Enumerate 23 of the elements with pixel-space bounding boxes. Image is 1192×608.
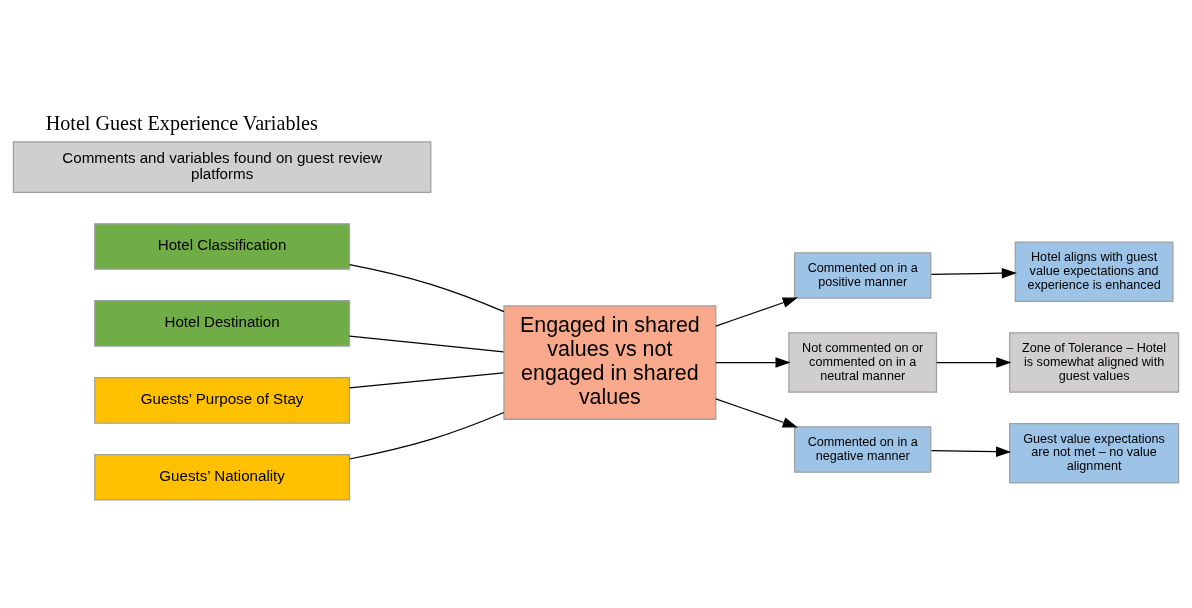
arrow	[930, 267, 1017, 278]
node-box: Not commented on or commented on in a neutral manner	[788, 331, 938, 393]
connector	[348, 335, 505, 352]
node-box: Guests’ Nationality	[94, 453, 351, 501]
connector	[348, 263, 505, 312]
connector	[348, 371, 505, 389]
arrow	[715, 397, 798, 427]
node-box: Zone of Tolerance – Hotel is somewhat aligned with guest values	[1009, 331, 1180, 393]
arrow	[715, 356, 791, 368]
arrow	[930, 445, 1012, 457]
node-box: Commented on in a positive manner	[794, 251, 932, 299]
node-box: Comments and variables found on guest review platforms	[12, 140, 432, 193]
node-box: Hotel Classification	[94, 222, 351, 270]
arrow	[715, 297, 798, 327]
node-box: Guests’ Purpose of Stay	[94, 376, 351, 424]
node-box: Engaged in shared values vs not engaged in shared values	[503, 304, 717, 420]
arrow	[936, 356, 1012, 368]
node-box: Hotel aligns with guest value expectations and experience is enhanced	[1014, 240, 1174, 302]
node-box: Hotel Destination	[94, 299, 351, 347]
node-box: Guest value expectations are not met – no value alignment	[1009, 422, 1180, 484]
diagram-title: Hotel Guest Experience Variables	[45, 111, 318, 134]
connector	[348, 411, 505, 460]
node-box: Commented on in a negative manner	[794, 425, 932, 473]
